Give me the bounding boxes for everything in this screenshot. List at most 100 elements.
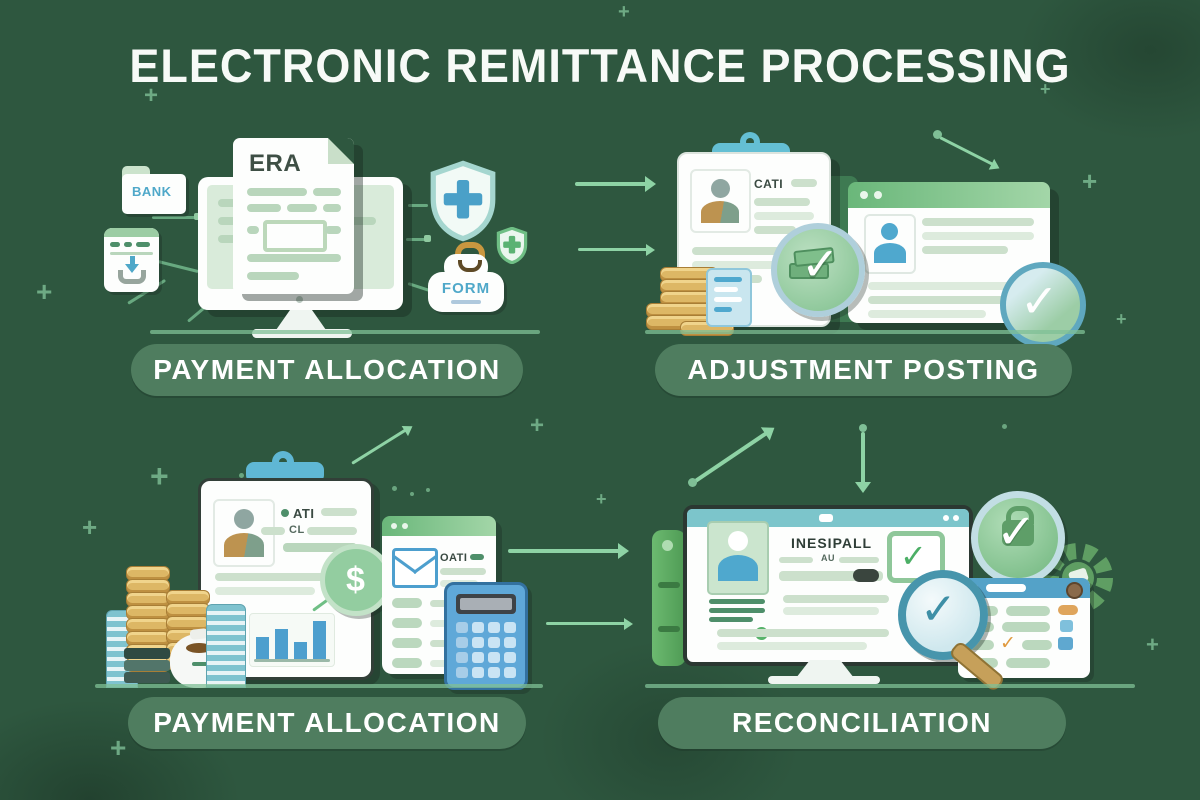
download-card	[104, 228, 159, 292]
text-line	[922, 246, 1008, 254]
patient-avatar-body	[718, 555, 758, 581]
patient-card	[707, 521, 769, 595]
thumb-icon	[1060, 620, 1073, 632]
receipt-icon	[706, 268, 752, 327]
sparkle-dot	[392, 486, 397, 491]
arrow-right-icon	[578, 248, 650, 251]
shelf-line	[645, 684, 1135, 688]
row-pill	[1002, 622, 1050, 632]
row-pill	[968, 640, 994, 650]
text-line	[709, 599, 765, 604]
label-reconciliation: RECONCILIATION	[658, 697, 1066, 749]
book-stack-icon	[124, 648, 170, 659]
divider-line	[110, 252, 153, 255]
window-dot	[860, 191, 868, 199]
window-dot	[874, 191, 882, 199]
sparkle-dot	[1002, 424, 1007, 429]
text-line	[754, 198, 810, 206]
top-bar-notch	[819, 514, 833, 522]
row-pill	[1006, 606, 1050, 616]
check-icon: ✓	[900, 537, 927, 575]
download-arrow-head	[125, 264, 139, 280]
text-line	[922, 218, 1034, 226]
patient-avatar-body	[224, 533, 264, 557]
text-line	[215, 587, 315, 595]
shelf-line	[95, 684, 543, 688]
lock-icon	[444, 242, 488, 280]
label-payment-allocation-bottom: PAYMENT ALLOCATION	[128, 697, 526, 749]
shelf-line	[645, 330, 1085, 334]
page-title: ELECTRONIC REMITTANCE PROCESSING	[129, 38, 1071, 93]
circuit-line	[408, 204, 428, 207]
verified-badge-icon: ✓	[971, 491, 1065, 585]
window-dot	[953, 515, 959, 521]
lock-shackle	[455, 242, 485, 262]
monitor-base	[768, 676, 880, 684]
window-dot	[402, 523, 408, 529]
text-line	[692, 247, 810, 255]
text-line	[692, 261, 792, 269]
chart-baseline	[254, 659, 330, 662]
progress-track	[779, 571, 883, 581]
text-line	[868, 296, 1016, 304]
clipboard-subheader-text: CL	[289, 524, 305, 536]
text-line	[779, 557, 813, 563]
check-icon: ✓	[996, 504, 1037, 560]
ledger-stack-icon	[206, 604, 246, 688]
check-icon: ✓	[801, 237, 840, 291]
text-line	[717, 642, 867, 650]
circuit-line	[406, 238, 428, 241]
sparkle-plus-icon: +	[1116, 309, 1127, 329]
tower-slot	[658, 582, 680, 588]
sparkle-dot	[426, 488, 430, 492]
monitor-stand	[276, 310, 326, 330]
circuit-line	[152, 216, 198, 219]
screen-subheader-text: AU	[821, 553, 835, 563]
arrow-right-icon	[575, 182, 653, 186]
monitor-camera-dot	[296, 296, 303, 303]
form-row-pill	[392, 658, 422, 668]
text-line	[868, 310, 986, 318]
text-line	[440, 568, 486, 575]
text-line	[754, 226, 796, 234]
text-line	[783, 595, 889, 603]
shelf-line	[150, 330, 540, 334]
calculator-icon	[444, 582, 528, 690]
text-line	[247, 188, 307, 196]
chart-bar	[256, 637, 269, 659]
sparkle-plus-icon: +	[1146, 632, 1159, 657]
text-line	[922, 232, 1034, 240]
text-line	[791, 179, 817, 187]
sparkle-plus-icon: +	[596, 489, 607, 509]
book-stack-icon	[124, 660, 170, 671]
text-line	[247, 272, 299, 280]
text-line	[313, 188, 341, 196]
circuit-node	[424, 235, 431, 242]
folder-body	[122, 174, 186, 214]
text-line	[714, 287, 738, 292]
text-line	[451, 300, 481, 304]
text-line	[754, 212, 814, 220]
form-row-pill	[392, 618, 422, 628]
sparkle-plus-icon: +	[82, 512, 98, 542]
calculator-screen	[456, 594, 516, 614]
member-avatar-body	[874, 243, 906, 263]
calculator-keys	[456, 622, 516, 678]
bullet-dot	[281, 509, 289, 517]
lock-keyhole	[458, 260, 482, 272]
clipboard-header-text: ATI	[293, 506, 315, 521]
tower-slot	[658, 626, 680, 632]
sparkle-plus-icon: +	[150, 458, 169, 494]
text-line	[136, 242, 150, 247]
check-icon: ✓	[1020, 274, 1059, 328]
label-payment-allocation-top: PAYMENT ALLOCATION	[131, 344, 523, 396]
patient-photo-card	[213, 499, 275, 567]
progress-thumb	[853, 569, 879, 582]
text-line	[709, 608, 765, 613]
form-row-pill	[392, 598, 422, 608]
text-line	[247, 254, 341, 262]
text-line	[124, 242, 132, 247]
